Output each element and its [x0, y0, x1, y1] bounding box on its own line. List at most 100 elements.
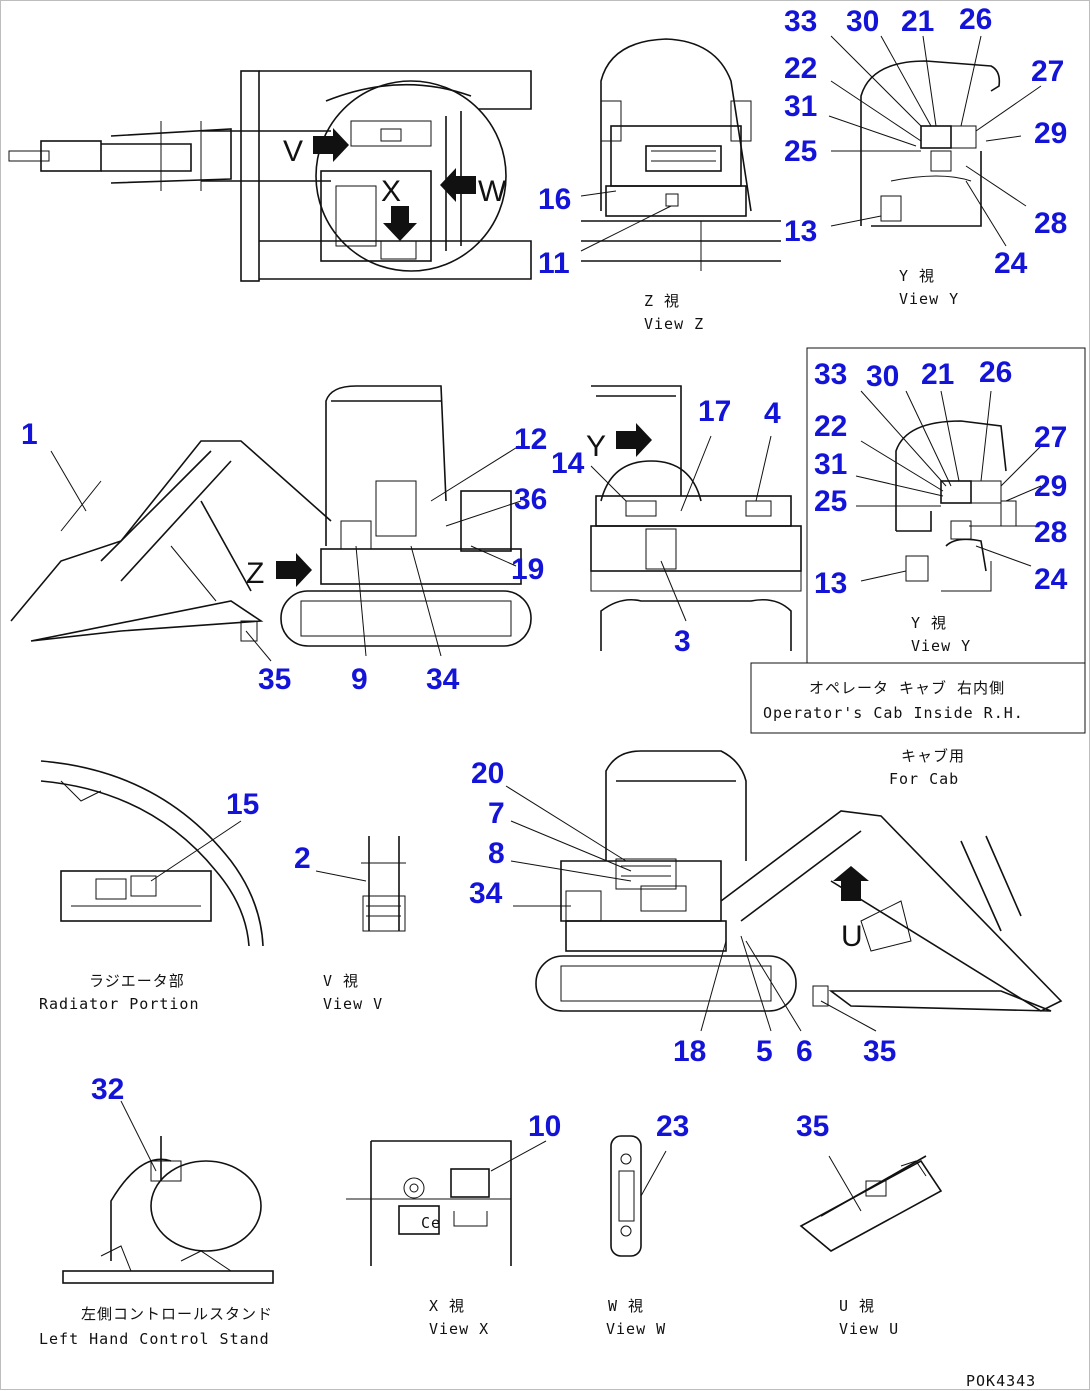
callout-26-inset: 26 [979, 356, 1012, 389]
callout-34-side: 34 [426, 663, 460, 696]
view-v-caption-en: View V [323, 995, 383, 1013]
callout-numbers: 33 30 21 26 22 27 31 29 25 16 13 28 11 2… [21, 3, 1068, 1143]
view-y-caption-en: View Y [899, 290, 959, 308]
callout-35-side: 35 [258, 663, 291, 696]
view-x-drawing [346, 1140, 512, 1266]
callout-1: 1 [21, 418, 38, 451]
callout-28-inset: 28 [1034, 516, 1067, 549]
callout-33-inset: 33 [814, 358, 847, 391]
callout-30-inset: 30 [866, 360, 899, 393]
inset-title-en: Operator's Cab Inside R.H. [763, 704, 1024, 722]
callout-12: 12 [514, 423, 547, 456]
view-y-tag: Y [586, 430, 606, 463]
callout-31-top: 31 [784, 90, 817, 123]
view-z-caption-en: View Z [644, 315, 704, 333]
callout-3: 3 [674, 625, 691, 658]
left-stand-caption-en: Left Hand Control Stand [39, 1330, 270, 1348]
callout-24-inset: 24 [1034, 563, 1068, 596]
cab-caption-jp: キャブ用 [901, 747, 965, 765]
callout-7: 7 [488, 797, 505, 830]
inset-title-jp: オペレータ キャブ 右内側 [809, 679, 1005, 697]
callout-17: 17 [698, 395, 731, 428]
callout-15: 15 [226, 788, 259, 821]
callout-29-inset: 29 [1034, 470, 1067, 503]
cab-caption-en: For Cab [889, 770, 959, 788]
view-z-drawing [581, 38, 781, 271]
drawing-code: POK4343 [966, 1372, 1036, 1390]
callout-33-top: 33 [784, 5, 817, 38]
callout-22-inset: 22 [814, 410, 847, 443]
view-z-arrow [276, 553, 312, 587]
callout-18: 18 [673, 1035, 706, 1068]
view-w-drawing [610, 1135, 642, 1257]
view-y-arrow [616, 423, 652, 457]
view-u-arrow [833, 866, 869, 901]
cab-side-drawing [535, 750, 1063, 1012]
view-x-caption-jp: X 視 [429, 1297, 465, 1315]
callout-32: 32 [91, 1073, 124, 1106]
callout-11: 11 [538, 247, 570, 280]
callout-28-top: 28 [1034, 207, 1067, 240]
callout-6: 6 [796, 1035, 813, 1068]
view-w-caption-jp: W 視 [608, 1297, 644, 1315]
callout-5: 5 [756, 1035, 773, 1068]
view-z-caption-jp: Z 視 [644, 292, 680, 310]
view-u-caption-en: View U [839, 1320, 899, 1338]
left-stand-caption-jp: 左側コントロールスタンド [81, 1305, 273, 1323]
callout-23: 23 [656, 1110, 689, 1143]
callout-24-top: 24 [994, 247, 1028, 280]
callout-25-inset: 25 [814, 485, 847, 518]
view-z-tag: Z [246, 557, 264, 590]
callout-21-top: 21 [901, 5, 934, 38]
callout-22-top: 22 [784, 52, 817, 85]
callout-35-cab: 35 [863, 1035, 896, 1068]
view-v-caption-jp: V 視 [323, 972, 359, 990]
view-v-drawing [361, 836, 406, 932]
radiator-caption-jp: ラジエータ部 [89, 972, 185, 990]
callout-26-top: 26 [959, 3, 992, 36]
side-view-drawing [10, 385, 532, 647]
view-v-tag: V [283, 135, 303, 168]
callout-20: 20 [471, 757, 504, 790]
callout-31-inset: 31 [814, 448, 847, 481]
callout-25-top: 25 [784, 135, 817, 168]
callout-27-inset: 27 [1034, 421, 1067, 454]
radiator-caption-en: Radiator Portion [39, 995, 200, 1013]
callout-4: 4 [764, 397, 781, 430]
callout-8: 8 [488, 837, 505, 870]
inset-cab-drawing [895, 420, 1017, 592]
view-w-caption-en: View W [606, 1320, 666, 1338]
callout-9: 9 [351, 663, 368, 696]
callout-16: 16 [538, 183, 571, 216]
view-u-tag: U [841, 920, 863, 953]
callout-19: 19 [511, 553, 544, 586]
control-stand-drawing [62, 1136, 274, 1284]
view-y-caption-jp: Y 視 [899, 267, 935, 285]
callout-21-inset: 21 [921, 358, 954, 391]
view-x-glyph: Ce [421, 1214, 441, 1232]
callout-13-top: 13 [784, 215, 817, 248]
callout-2: 2 [294, 842, 311, 875]
callout-34-cab: 34 [469, 877, 503, 910]
callout-14: 14 [551, 447, 585, 480]
view-u-caption-jp: U 視 [839, 1297, 875, 1315]
view-w-tag: W [478, 175, 507, 208]
inset-caption-frame [750, 662, 1086, 734]
view-x-tag: X [381, 175, 401, 208]
callout-27-top: 27 [1031, 55, 1064, 88]
inset-view-caption-jp: Y 視 [911, 614, 947, 632]
leader-lines [50, 35, 1042, 1212]
top-view-drawing [8, 70, 532, 282]
callout-10: 10 [528, 1110, 561, 1143]
rear-view-drawing [590, 385, 802, 651]
inset-view-caption-en: View Y [911, 637, 971, 655]
callout-30-top: 30 [846, 5, 879, 38]
callout-35-view-u: 35 [796, 1110, 829, 1143]
callout-36: 36 [514, 483, 547, 516]
callout-29-top: 29 [1034, 117, 1067, 150]
view-x-caption-en: View X [429, 1320, 489, 1338]
view-u-drawing [799, 1155, 943, 1252]
callout-13-inset: 13 [814, 567, 847, 600]
